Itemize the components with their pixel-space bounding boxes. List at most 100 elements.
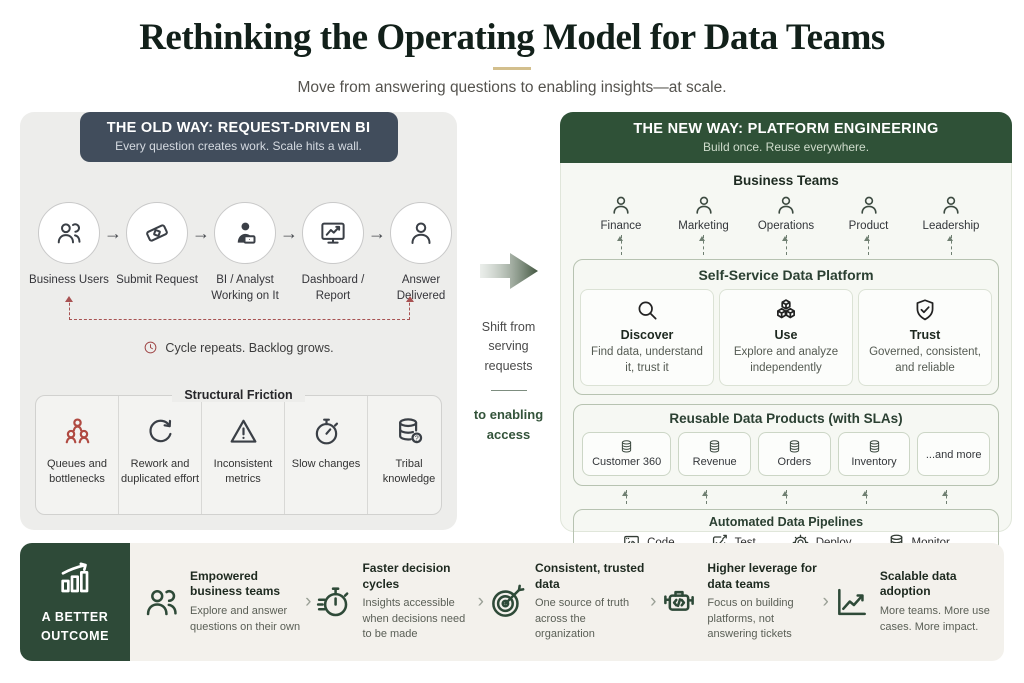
flow-step-analyst: BI / Analyst Working on It xyxy=(210,202,280,304)
structural-friction-box: Structural Friction Queues and bottlenec… xyxy=(35,388,442,515)
engine-icon xyxy=(660,583,698,621)
outcome-item-empowered: Empowered business teams Explore and ans… xyxy=(140,569,304,635)
cycle-note: Cycle repeats. Backlog grows. xyxy=(20,340,457,355)
up-arrow-icon xyxy=(701,490,708,505)
platform-card-use: Use Explore and analyze independently xyxy=(719,289,853,387)
product-inventory: Inventory xyxy=(837,432,911,477)
stopwatch-fast-icon xyxy=(315,583,353,621)
database-icon xyxy=(787,439,802,454)
title-underline xyxy=(493,67,531,70)
target-icon xyxy=(488,583,526,621)
person-icon xyxy=(692,193,716,217)
chart-growth-icon xyxy=(55,559,95,599)
flow-step-label: BI / Analyst Working on It xyxy=(211,274,279,302)
platform-title: Self-Service Data Platform xyxy=(698,267,874,283)
product-and-more: ...and more xyxy=(917,432,991,477)
transition-column: Shift from serving requests to enabling … xyxy=(457,248,560,445)
flow-step-submit-request: Submit Request xyxy=(116,202,198,289)
cycle-note-text: Cycle repeats. Backlog grows. xyxy=(165,340,334,355)
self-service-platform-box: Self-Service Data Platform Discover Find… xyxy=(573,259,999,396)
database-icon xyxy=(867,439,882,454)
old-way-panel: THE OLD WAY: REQUEST-DRIVEN BI Every que… xyxy=(20,112,457,530)
tribal-knowledge-icon xyxy=(393,415,426,448)
enable-text: to enabling access xyxy=(473,407,544,443)
up-arrow-icon xyxy=(781,490,788,505)
chevron-right-icon: › xyxy=(477,591,484,612)
flow-step-dashboard: Dashboard / Report xyxy=(298,202,368,304)
friction-item-rework: Rework and duplicated effort xyxy=(118,396,201,514)
ticket-icon xyxy=(142,218,172,248)
page-header: Rethinking the Operating Model for Data … xyxy=(0,16,1024,97)
up-arrow-icon xyxy=(941,490,948,505)
person-icon xyxy=(609,193,633,217)
team-leadership: Leadership xyxy=(919,193,983,232)
chevron-right-icon: › xyxy=(650,591,657,612)
person-icon xyxy=(406,218,436,248)
stopwatch-icon xyxy=(310,415,343,448)
platform-card-trust: Trust Governed, consistent, and reliable xyxy=(858,289,992,387)
old-way-header: THE OLD WAY: REQUEST-DRIVEN BI Every que… xyxy=(79,112,398,162)
outcome-strip: A BETTER OUTCOME Empowered business team… xyxy=(20,543,1004,661)
cycle-loop-line xyxy=(64,296,415,320)
flow-arrow-icon: → xyxy=(192,222,210,243)
outcome-item-faster: Faster decision cycles Insights accessib… xyxy=(312,561,476,643)
chevron-right-icon: › xyxy=(822,591,829,612)
clock-icon xyxy=(143,340,158,355)
products-title: Reusable Data Products (with SLAs) xyxy=(669,411,903,427)
chart-trend-icon xyxy=(833,583,871,621)
flow-step-business-users: Business Users xyxy=(29,202,109,289)
data-products-box: Reusable Data Products (with SLAs) Custo… xyxy=(573,404,999,487)
shift-text: Shift from serving requests xyxy=(481,320,536,373)
person-icon xyxy=(857,193,881,217)
outcome-banner-text: A BETTER OUTCOME xyxy=(40,609,110,643)
flow-arrow-icon: → xyxy=(104,222,122,243)
rework-icon xyxy=(144,415,177,448)
friction-item-tribal: Tribal knowledge xyxy=(367,396,450,514)
friction-item-queues: Queues and bottlenecks xyxy=(36,396,118,514)
new-way-header: THE NEW WAY: PLATFORM ENGINEERING Build … xyxy=(560,112,1012,163)
up-arrow-icon xyxy=(781,235,788,255)
product-revenue: Revenue xyxy=(678,432,751,477)
teams-up-arrows xyxy=(561,235,1011,255)
business-teams-row: Finance Marketing Operations Product Lea… xyxy=(561,193,1011,232)
platform-card-discover: Discover Find data, understand it, trust… xyxy=(580,289,714,387)
dashboard-icon xyxy=(318,218,348,248)
outcome-item-consistent: Consistent, trusted data One source of t… xyxy=(485,561,649,643)
old-way-header-subtitle: Every question creates work. Scale hits … xyxy=(115,139,362,153)
person-icon xyxy=(774,193,798,217)
team-finance: Finance xyxy=(589,193,653,232)
people-icon xyxy=(143,583,181,621)
analyst-icon xyxy=(230,218,260,248)
friction-item-slow: Slow changes xyxy=(284,396,367,514)
shift-arrow-icon xyxy=(479,253,538,289)
page-title: Rethinking the Operating Model for Data … xyxy=(139,17,885,58)
old-way-flow: Business Users → Submit Request → BI / A… xyxy=(29,202,452,304)
database-icon xyxy=(619,439,634,454)
up-arrow-icon xyxy=(621,490,628,505)
flow-step-answer: Answer Delivered xyxy=(386,202,456,304)
structural-friction-title: Structural Friction xyxy=(36,388,441,402)
product-customer-360: Customer 360 xyxy=(582,432,672,477)
up-arrow-icon xyxy=(616,235,623,255)
business-teams-title: Business Teams xyxy=(733,173,839,188)
team-product: Product xyxy=(837,193,901,232)
search-icon xyxy=(634,297,660,323)
products-up-arrows xyxy=(561,490,1011,505)
outcome-banner: A BETTER OUTCOME xyxy=(20,543,130,661)
new-way-panel: THE NEW WAY: PLATFORM ENGINEERING Build … xyxy=(560,112,1012,562)
database-icon xyxy=(707,439,722,454)
users-icon xyxy=(54,218,84,248)
flow-step-label: Dashboard / Report xyxy=(301,274,365,302)
cubes-icon xyxy=(773,297,799,323)
shift-divider xyxy=(490,390,527,392)
new-way-header-subtitle: Build once. Reuse everywhere. xyxy=(702,140,870,154)
up-arrow-icon xyxy=(861,490,868,505)
up-arrow-icon xyxy=(699,235,706,255)
up-arrow-icon xyxy=(864,235,871,255)
flow-step-label: Submit Request xyxy=(116,274,198,286)
queues-icon xyxy=(61,415,94,448)
outcome-item-scalable: Scalable data adoption More teams. More … xyxy=(830,569,994,635)
outcome-item-leverage: Higher leverage for data teams Focus on … xyxy=(657,561,821,643)
old-way-header-title: THE OLD WAY: REQUEST-DRIVEN BI xyxy=(106,120,371,136)
shield-check-icon xyxy=(912,297,938,323)
